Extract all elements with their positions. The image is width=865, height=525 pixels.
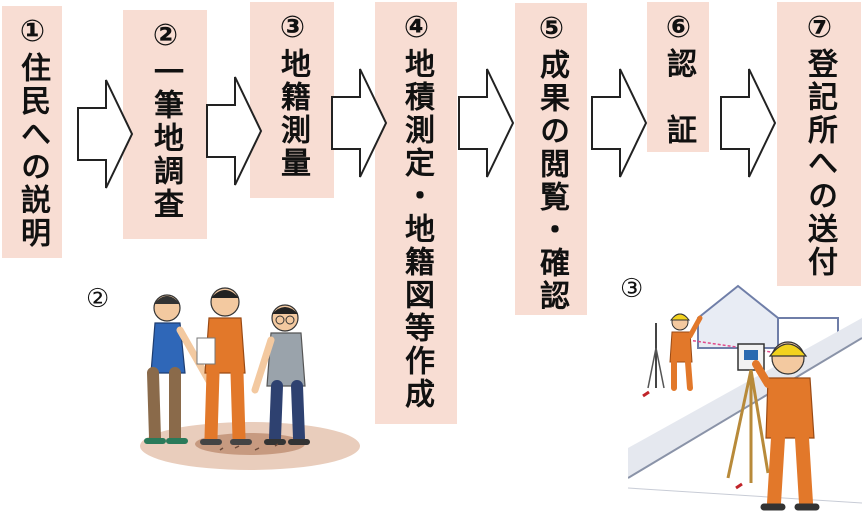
step-label-1: ①住民への説明 bbox=[15, 14, 50, 250]
flow-arrow-6 bbox=[720, 68, 777, 178]
flow-arrow-5 bbox=[591, 68, 648, 178]
step-box-5: ⑤成果の閲覧・確認 bbox=[515, 3, 587, 315]
step-label-7: ⑦登記所への送付 bbox=[802, 10, 837, 279]
field-inspection-illustration bbox=[140, 287, 360, 470]
illustration-caption-2: ② bbox=[86, 284, 110, 314]
flow-arrow-1 bbox=[77, 79, 134, 189]
step-label-2: ②一筆地調査 bbox=[148, 18, 183, 221]
step-label-4: ④地積測定・地籍図等作成 bbox=[399, 10, 434, 411]
flow-arrow-3 bbox=[331, 68, 388, 178]
step-box-1: ①住民への説明 bbox=[2, 6, 62, 258]
step-box-7: ⑦登記所への送付 bbox=[777, 2, 861, 286]
step-box-6: ⑥認 証 bbox=[647, 2, 709, 152]
step-label-3: ③地籍測量 bbox=[275, 10, 310, 180]
step-box-3: ③地籍測量 bbox=[250, 2, 334, 198]
illustration-caption-3: ③ bbox=[620, 274, 644, 304]
surveying-illustration bbox=[628, 284, 862, 511]
step-label-5: ⑤成果の閲覧・確認 bbox=[534, 11, 569, 313]
flow-arrow-4 bbox=[458, 68, 515, 178]
step-box-4: ④地積測定・地籍図等作成 bbox=[375, 2, 457, 424]
step-box-2: ②一筆地調査 bbox=[123, 10, 207, 239]
flow-arrow-2 bbox=[206, 76, 263, 186]
step-label-6: ⑥認 証 bbox=[661, 10, 696, 147]
